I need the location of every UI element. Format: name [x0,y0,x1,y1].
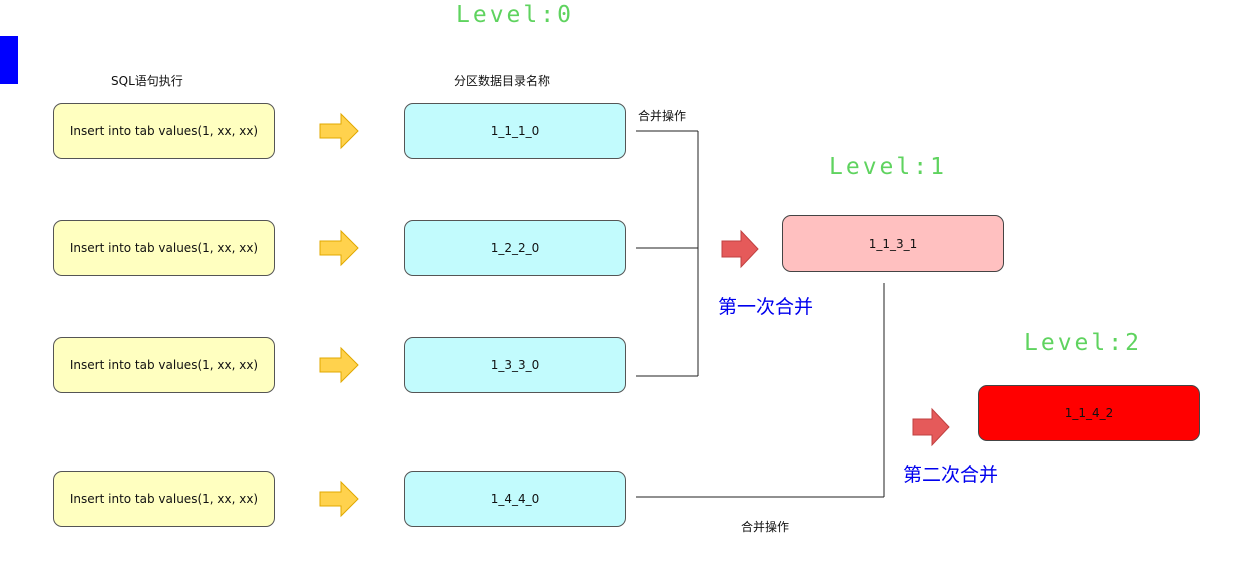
red-arrow-icon [912,407,950,447]
yellow-arrow-icon [319,346,359,384]
merge-result-level1: 1_1_3_1 [782,215,1004,272]
level-2-label: Level:2 [1024,330,1142,356]
red-arrow-icon [721,229,759,269]
merge-operation-label-bottom: 合并操作 [741,520,790,534]
yellow-arrow-icon [319,229,359,267]
sql-box-3: Insert into tab values(1, xx, xx) [53,337,275,393]
merge-operation-label-top: 合并操作 [638,109,687,123]
level-1-label: Level:1 [829,154,947,180]
left-edge-marker [0,36,18,84]
dir-column-header: 分区数据目录名称 [454,74,551,88]
sql-column-header: SQL语句执行 [111,74,183,88]
sql-box-2: Insert into tab values(1, xx, xx) [53,220,275,276]
second-merge-label: 第二次合并 [903,464,999,486]
dir-box-2: 1_2_2_0 [404,220,626,276]
first-merge-label: 第一次合并 [718,296,814,318]
level-0-label: Level:0 [456,2,574,28]
dir-box-3: 1_3_3_0 [404,337,626,393]
yellow-arrow-icon [319,480,359,518]
merge-result-level2: 1_1_4_2 [978,385,1200,441]
dir-box-4: 1_4_4_0 [404,471,626,527]
sql-box-1: Insert into tab values(1, xx, xx) [53,103,275,159]
dir-box-1: 1_1_1_0 [404,103,626,159]
sql-box-4: Insert into tab values(1, xx, xx) [53,471,275,527]
yellow-arrow-icon [319,112,359,150]
